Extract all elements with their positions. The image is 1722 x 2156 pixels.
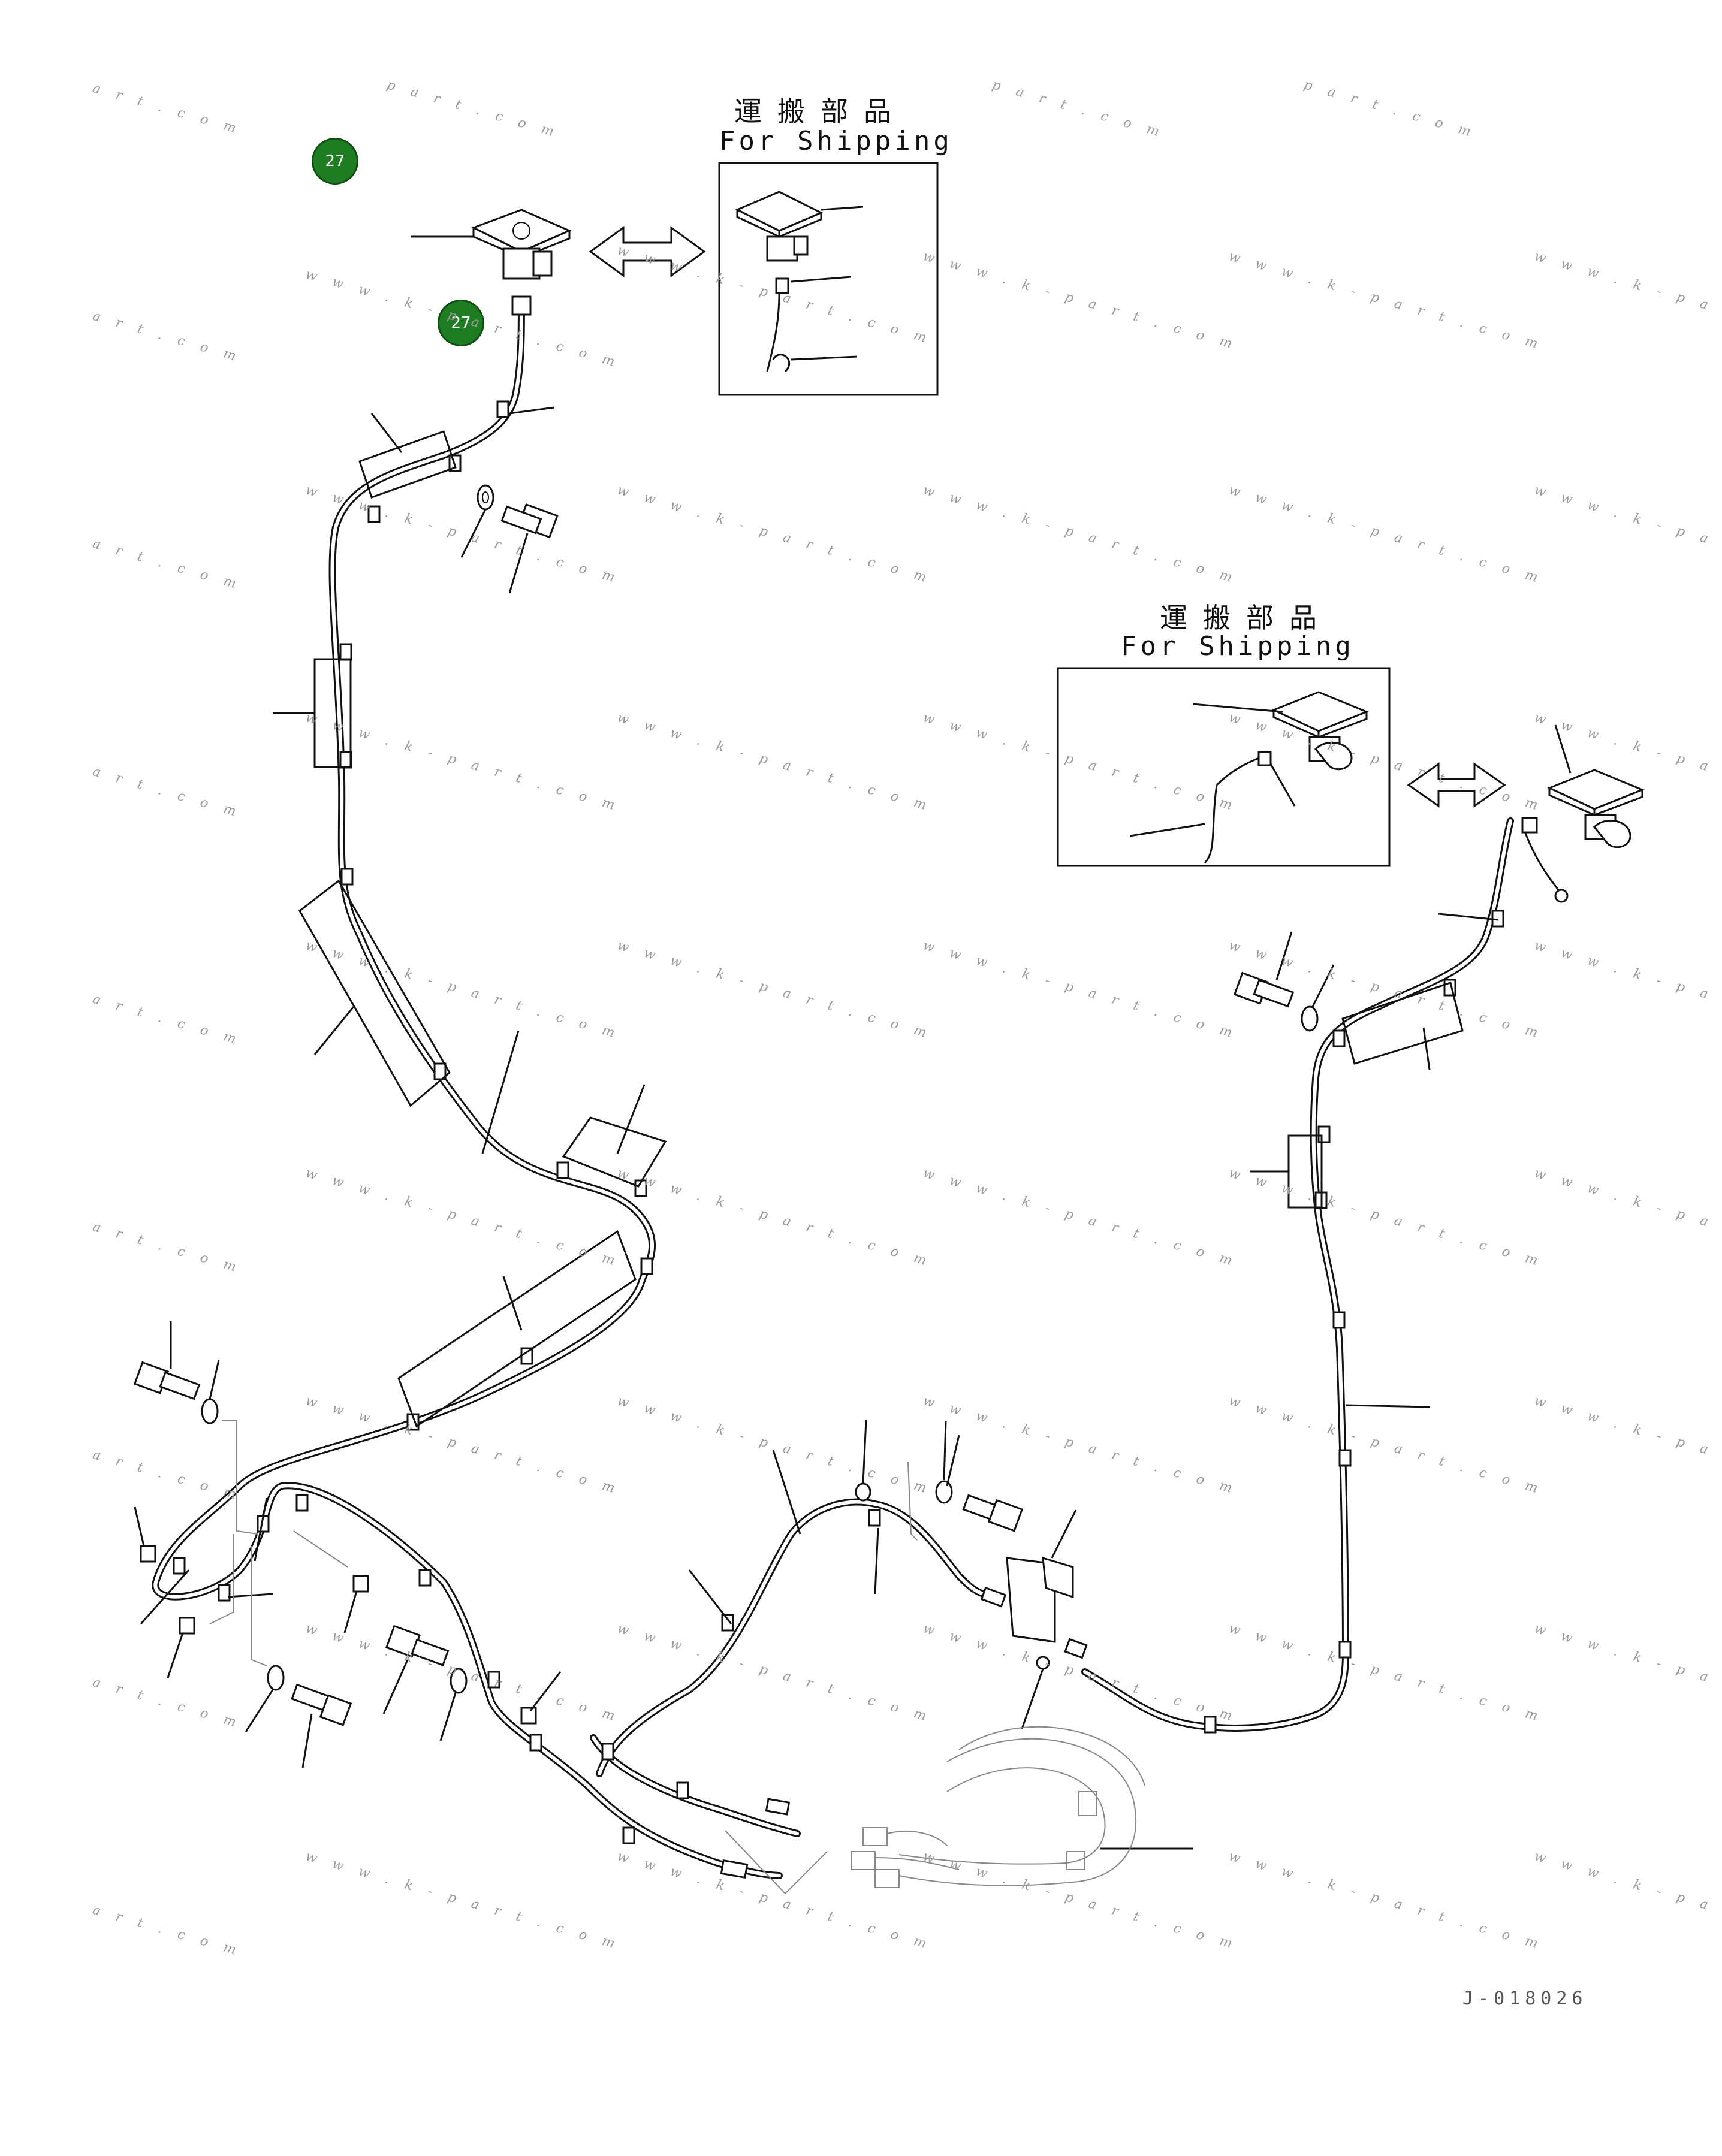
right-harness-cable bbox=[1081, 817, 1514, 1732]
shipping-label-jp-1: 運搬部品 bbox=[734, 95, 907, 128]
protective-sleeves bbox=[298, 430, 1464, 1428]
shipping-label-en-1: For Shipping bbox=[719, 126, 953, 156]
main-harness bbox=[851, 1726, 1145, 1888]
shipping-label-jp-2: 運搬部品 bbox=[1160, 602, 1332, 634]
shipping-box-2 bbox=[1057, 667, 1391, 867]
reference-lines bbox=[209, 1420, 918, 1895]
double-arrow-1 bbox=[589, 226, 706, 277]
shipping-label-en-2: For Shipping bbox=[1121, 631, 1355, 662]
callout-badge-27-a[interactable]: 27 bbox=[312, 138, 358, 185]
connectors bbox=[720, 1586, 1088, 1879]
bolts-washers bbox=[133, 484, 1335, 1768]
double-arrow-2 bbox=[1407, 762, 1506, 808]
drawing-id: J-018026 bbox=[1462, 1988, 1588, 2009]
middle-branch-cable bbox=[590, 1498, 999, 1837]
sensor-top-left bbox=[411, 209, 572, 316]
shipping-box-1 bbox=[718, 162, 939, 396]
callout-badge-27-b[interactable]: 27 bbox=[438, 300, 484, 346]
leader-lines bbox=[140, 406, 1431, 1850]
sensor-right bbox=[1438, 724, 1645, 921]
left-harness-cable bbox=[152, 299, 783, 1879]
